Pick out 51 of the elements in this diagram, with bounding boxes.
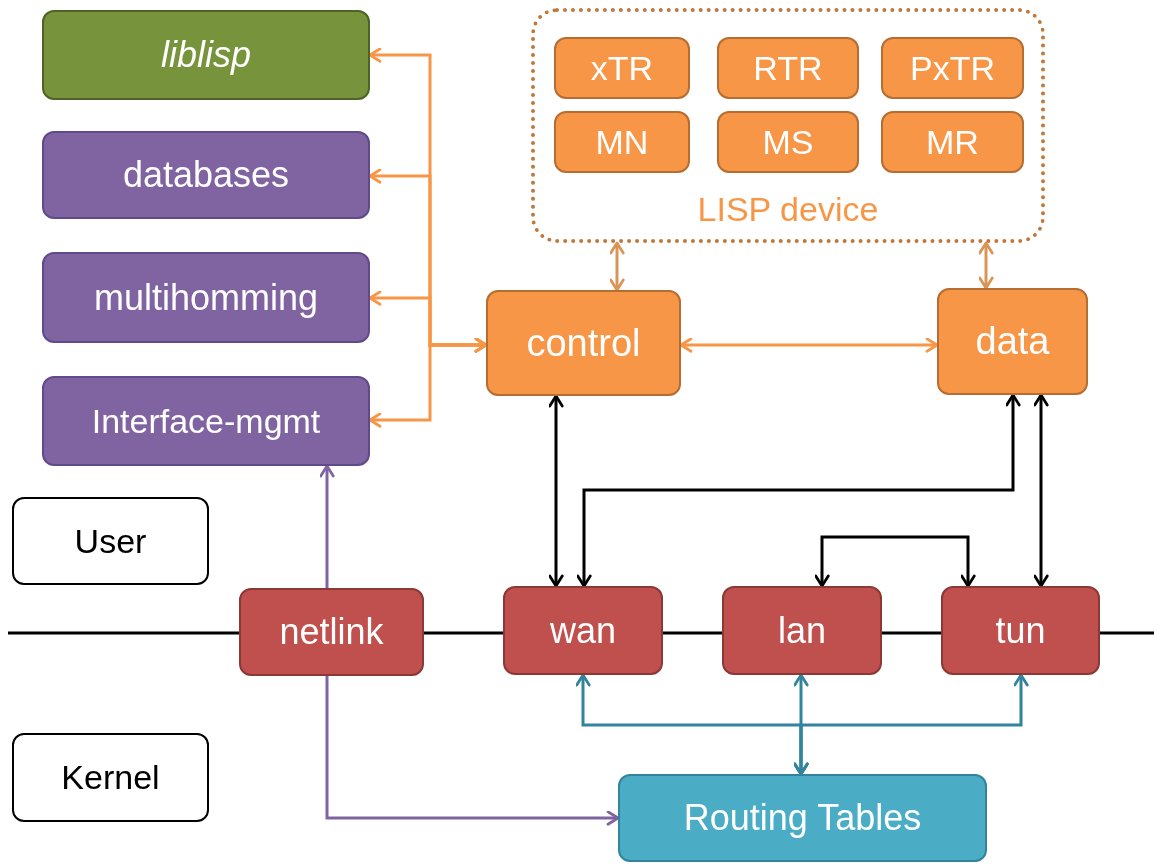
node-label: xTR <box>590 48 654 88</box>
module-box <box>42 376 370 466</box>
component-box <box>486 290 681 396</box>
arrow <box>793 673 1029 776</box>
module-box <box>42 131 370 219</box>
layer-box <box>12 733 209 822</box>
node-label: lan <box>777 609 826 652</box>
group-title: LISP device <box>697 190 879 229</box>
node-label: User <box>74 521 147 561</box>
arrow <box>609 241 625 292</box>
module-box <box>42 10 370 100</box>
node-label: databases <box>122 154 290 196</box>
component-box <box>717 37 859 99</box>
node-label: MN <box>595 122 649 162</box>
node-label: Kernel <box>61 758 160 797</box>
node-label: MR <box>926 122 979 162</box>
node-label: data <box>975 320 1050 363</box>
node-label: netlink <box>279 611 384 653</box>
arrow <box>814 535 976 588</box>
arrow <box>548 394 564 588</box>
interface-box <box>722 586 882 675</box>
node-label: Interface-mgmt <box>91 401 321 441</box>
arrow <box>679 337 939 353</box>
arrow <box>325 676 620 826</box>
module-box <box>42 252 370 343</box>
node-label: multihomming <box>93 276 319 319</box>
component-box <box>881 37 1024 99</box>
node-label: tun <box>995 609 1046 652</box>
component-box <box>881 111 1024 173</box>
interface-box <box>503 586 663 675</box>
node-label: wan <box>549 609 616 652</box>
arrow <box>1033 393 1049 588</box>
interface-box <box>239 588 424 676</box>
node-label: Routing Tables <box>683 797 922 839</box>
interface-box <box>941 586 1100 675</box>
node-label: PxTR <box>910 48 995 88</box>
device-group-box <box>531 8 1045 243</box>
component-box <box>554 111 690 173</box>
node-label: control <box>526 321 641 365</box>
node-label: RTR <box>753 48 823 88</box>
arrow <box>319 464 335 588</box>
arrow <box>368 337 488 428</box>
node-label: liblisp <box>160 34 251 76</box>
component-box <box>717 111 859 173</box>
component-box <box>554 37 690 99</box>
layer-box <box>12 497 209 585</box>
arrow <box>576 393 1021 588</box>
table-box <box>618 774 987 862</box>
arrow <box>978 241 994 290</box>
node-label: MS <box>762 122 814 162</box>
component-box <box>937 288 1088 395</box>
